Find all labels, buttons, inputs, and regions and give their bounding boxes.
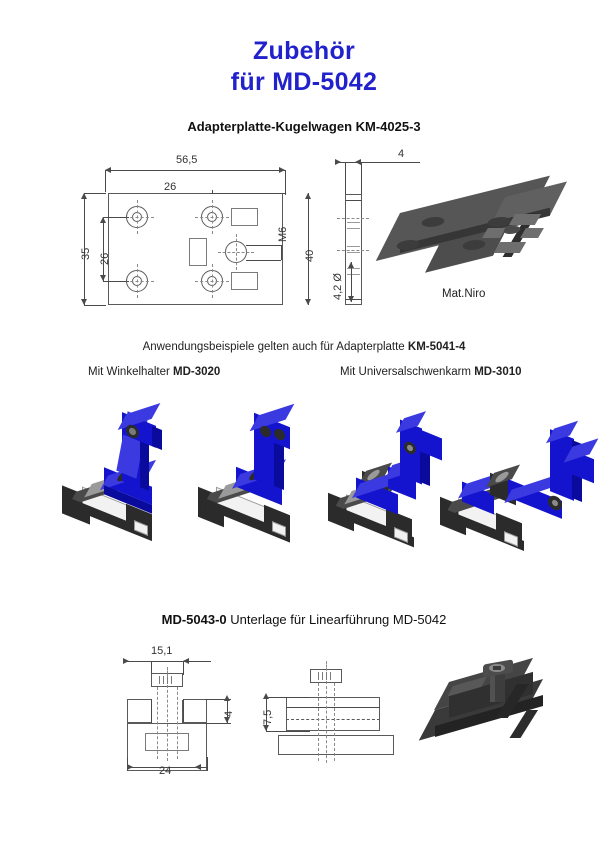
application-note-part: KM-5041-4	[407, 341, 466, 353]
title-line-1: Zubehör	[252, 37, 356, 65]
assembly-render-winkelhalter-2	[198, 403, 338, 543]
dim-overall-width: 56,5	[176, 154, 198, 166]
dim-length-right: 40	[304, 249, 316, 262]
dim-thread-m6: M6	[277, 226, 289, 242]
example-right-label: Mit Universalschwenkarm MD-3010	[340, 366, 522, 378]
application-note-prefix: Anwendungsbeispiele gelten auch für Adap…	[142, 341, 408, 353]
dim-hole-spacing-y: 26	[99, 252, 111, 265]
unterlage-part-number: MD-5043-0	[161, 612, 227, 627]
dim-bore-diameter: 4,2 Ø	[332, 273, 344, 300]
assembly-render-winkelhalter-1	[60, 403, 210, 542]
title-line-2: für MD-5042	[230, 68, 378, 97]
example-left-part: MD-3020	[173, 366, 221, 378]
dim-top-width: 15,1	[151, 645, 173, 657]
unterlage-side-view-drawing: 7,5	[250, 645, 400, 770]
dim-base-width: 24	[159, 765, 172, 777]
example-right-part: MD-3010	[474, 366, 522, 378]
unterlage-section-heading: MD-5043-0 Unterlage für Linearführung MD…	[0, 612, 608, 627]
adapter-top-view-drawing: 56,5 26	[70, 150, 325, 310]
material-caption: Mat.Niro	[442, 288, 486, 300]
dim-flange-thickness: 4	[223, 710, 235, 717]
unterlage-description: Unterlage für Linearführung MD-5042	[226, 612, 447, 627]
dim-side-height: 7,5	[262, 709, 274, 725]
example-left-label: Mit Winkelhalter MD-3020	[88, 366, 220, 378]
example-right-prefix: Mit Universalschwenkarm	[340, 366, 475, 378]
page-title: Zubehör für MD-5042	[0, 36, 608, 99]
unterlage-3d-render	[418, 657, 585, 765]
dim-overall-height: 35	[80, 247, 92, 260]
dim-thickness: 4	[398, 148, 405, 160]
assembly-render-schwenkarm-2	[440, 420, 599, 551]
dim-hole-spacing-x: 26	[164, 181, 177, 193]
application-note: Anwendungsbeispiele gelten auch für Adap…	[0, 341, 608, 353]
unterlage-front-view-drawing: 15,1 4 24	[105, 645, 245, 777]
example-left-prefix: Mit Winkelhalter	[88, 366, 173, 378]
adapter-side-view-drawing: 4 4,2 Ø	[325, 148, 435, 310]
adapter-section-heading: Adapterplatte-Kugelwagen KM-4025-3	[187, 119, 421, 134]
adapter-plate-3d-render	[375, 175, 585, 280]
